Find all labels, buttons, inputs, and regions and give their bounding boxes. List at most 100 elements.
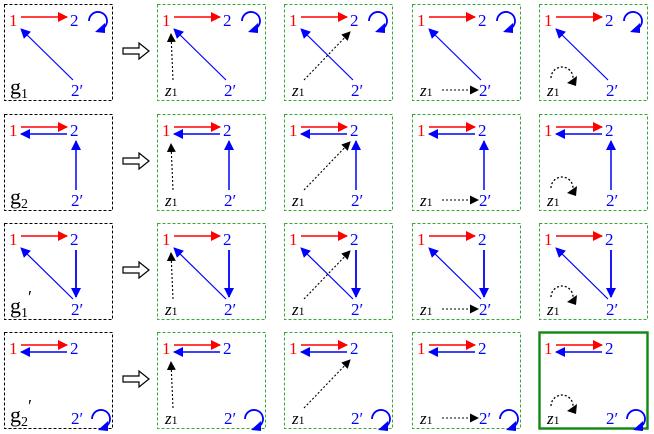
node-2prime-label: 2′ bbox=[351, 191, 363, 210]
z-self-loop-icon-head bbox=[567, 76, 577, 86]
node-2-label: 2 bbox=[223, 230, 232, 249]
node-1-label: 1 bbox=[9, 11, 18, 30]
z1-node-label: z1 bbox=[546, 81, 560, 100]
node-2prime-label: 2′ bbox=[606, 409, 618, 428]
node-2prime-label: 2′ bbox=[606, 81, 618, 100]
node-2prime-label: 2′ bbox=[224, 81, 236, 100]
node-1-label: 1 bbox=[162, 230, 171, 249]
self-loop-2-icon-head bbox=[503, 23, 513, 33]
z-self-loop-icon-head bbox=[567, 186, 577, 196]
z-edge-to-2 bbox=[303, 141, 351, 191]
self-loop-2-icon-head bbox=[248, 23, 258, 33]
node-1-label: 1 bbox=[417, 11, 426, 30]
node-2prime-label: 2′ bbox=[606, 191, 618, 210]
node-2prime-label: 2′ bbox=[224, 409, 236, 428]
node-1-label: 1 bbox=[289, 121, 298, 140]
node-2prime-label: 2′ bbox=[224, 191, 236, 210]
z1-node-label: z1 bbox=[419, 409, 433, 428]
node-2-label: 2 bbox=[478, 11, 487, 30]
panel-frames bbox=[4, 4, 649, 430]
self-loop-2-icon bbox=[496, 11, 516, 30]
self-loop-2prime-icon bbox=[371, 409, 391, 428]
self-loop-2prime-icon-head bbox=[633, 421, 643, 431]
z1-node-label: z1 bbox=[546, 191, 560, 210]
edge-2prime-to-1 bbox=[428, 28, 482, 81]
node-2-label: 2 bbox=[350, 11, 359, 30]
implication-arrow-icon bbox=[122, 369, 150, 389]
node-1-label: 1 bbox=[544, 121, 553, 140]
z1-node-label: z1 bbox=[291, 300, 305, 319]
z-edge-to-2 bbox=[303, 31, 351, 81]
z1-node-label: z1 bbox=[164, 300, 178, 319]
node-2-label: 2 bbox=[223, 339, 232, 358]
z-self-loop-icon bbox=[550, 66, 574, 79]
node-1-label: 1 bbox=[417, 121, 426, 140]
self-loop-2-icon bbox=[623, 11, 643, 30]
node-1-label: 1 bbox=[289, 339, 298, 358]
node-1-label: 1 bbox=[544, 339, 553, 358]
node-2prime-label: 2′ bbox=[351, 409, 363, 428]
z-self-loop-icon bbox=[550, 176, 574, 189]
z1-node-label: z1 bbox=[164, 191, 178, 210]
node-2-label: 2 bbox=[70, 121, 79, 140]
node-2prime-label: 2′ bbox=[606, 300, 618, 319]
self-loop-2-icon-head bbox=[630, 23, 640, 33]
z1-node-label: z1 bbox=[164, 409, 178, 428]
z1-node-label: z1 bbox=[419, 81, 433, 100]
node-1-label: 1 bbox=[9, 121, 18, 140]
node-2-label: 2 bbox=[605, 11, 614, 30]
node-2-label: 2 bbox=[350, 230, 359, 249]
z-self-loop-icon bbox=[550, 394, 574, 407]
edge-layer bbox=[20, 11, 646, 431]
edge-2prime-to-1 bbox=[20, 28, 74, 81]
self-loop-2prime-icon-head bbox=[251, 421, 261, 431]
self-loop-2prime-icon bbox=[91, 409, 111, 428]
node-1-label: 1 bbox=[417, 230, 426, 249]
edge-2prime-to-1 bbox=[300, 28, 354, 81]
graph-name-label: g2 bbox=[10, 184, 28, 212]
node-2-label: 2 bbox=[478, 230, 487, 249]
node-1-label: 1 bbox=[9, 339, 18, 358]
edge-2prime-to-1 bbox=[20, 247, 74, 300]
implication-arrow-icon bbox=[122, 260, 150, 280]
node-1-label: 1 bbox=[417, 339, 426, 358]
node-1-label: 1 bbox=[289, 230, 298, 249]
node-1-label: 1 bbox=[162, 121, 171, 140]
z1-node-label: z1 bbox=[291, 191, 305, 210]
graph-name-label: g2′ bbox=[10, 396, 32, 430]
edge-2prime-to-1 bbox=[173, 247, 227, 300]
graph-name-label: g1′ bbox=[10, 287, 32, 321]
node-2-label: 2 bbox=[605, 339, 614, 358]
graph-name-label: g1 bbox=[10, 74, 28, 102]
z1-node-label: z1 bbox=[164, 81, 178, 100]
implication-arrow-icon bbox=[122, 41, 150, 61]
node-1-label: 1 bbox=[162, 339, 171, 358]
self-loop-2prime-icon-head bbox=[98, 421, 108, 431]
node-2prime-label: 2′ bbox=[479, 191, 491, 210]
node-2prime-label: 2′ bbox=[71, 409, 83, 428]
label-layer: 1 2 2′ g1 1 2 2′ z1 1 2 2′ z1 1 2 2′ z1 1 2 2′ z1 1 2 2′ g2 1 2 2′… bbox=[9, 11, 618, 430]
z-edge-to-2 bbox=[303, 359, 351, 409]
node-2prime-label: 2′ bbox=[224, 300, 236, 319]
node-2prime-label: 2′ bbox=[71, 300, 83, 319]
z1-node-label: z1 bbox=[291, 81, 305, 100]
edge-2prime-to-1 bbox=[555, 247, 609, 300]
self-loop-2-icon-head bbox=[375, 23, 385, 33]
self-loop-2-icon bbox=[368, 11, 388, 30]
node-2-label: 2 bbox=[70, 230, 79, 249]
self-loop-2prime-icon bbox=[244, 409, 264, 428]
z1-node-label: z1 bbox=[546, 300, 560, 319]
edge-2prime-to-1 bbox=[428, 247, 482, 300]
node-2prime-label: 2′ bbox=[71, 81, 83, 100]
node-2-label: 2 bbox=[350, 121, 359, 140]
node-2prime-label: 2′ bbox=[479, 409, 491, 428]
node-2-label: 2 bbox=[223, 11, 232, 30]
node-1-label: 1 bbox=[544, 11, 553, 30]
z-self-loop-icon bbox=[550, 285, 574, 298]
node-1-label: 1 bbox=[162, 11, 171, 30]
z1-node-label: z1 bbox=[291, 409, 305, 428]
node-2prime-label: 2′ bbox=[479, 81, 491, 100]
self-loop-2-icon bbox=[241, 11, 261, 30]
node-2prime-label: 2′ bbox=[351, 300, 363, 319]
